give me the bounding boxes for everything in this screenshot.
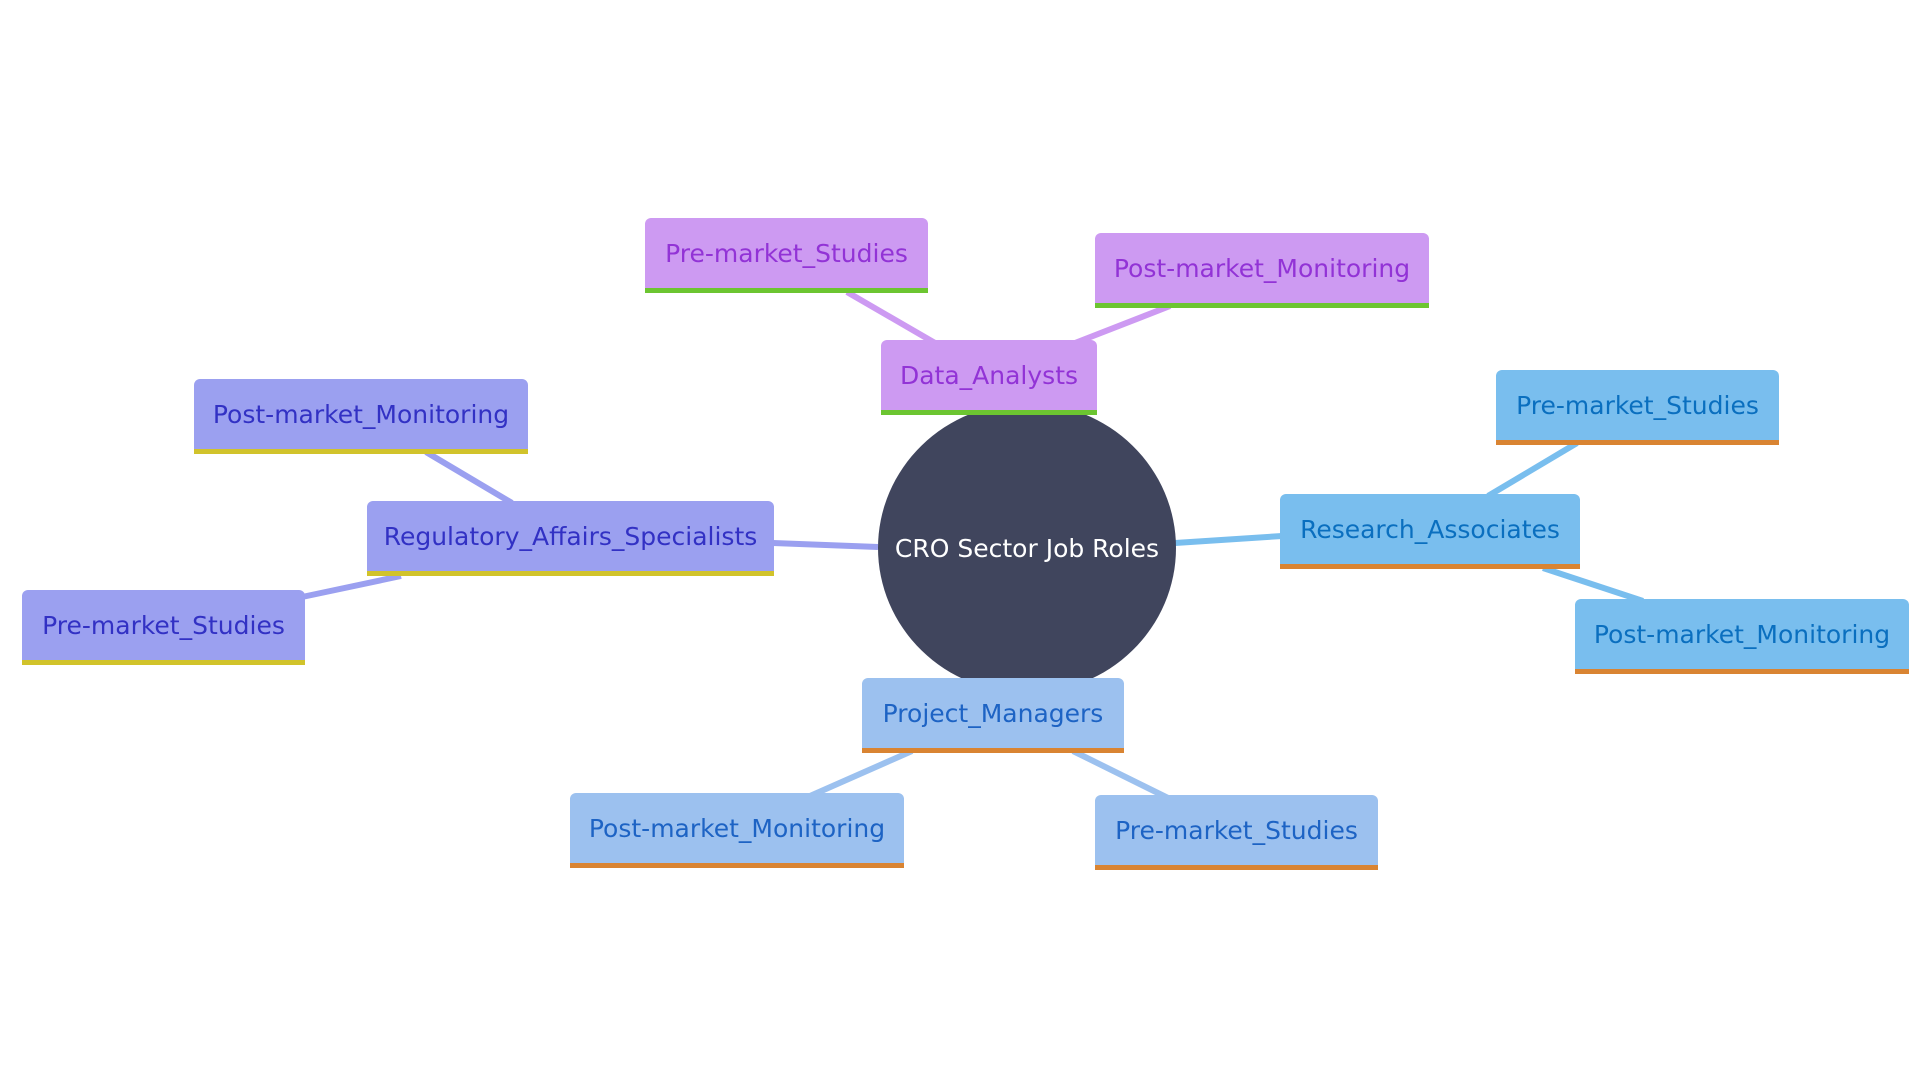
leaf-node-label: Post-market_Monitoring — [212, 399, 510, 429]
leaf-node-label: Pre-market_Studies — [665, 238, 908, 268]
leaf-node-label: Post-market_Monitoring — [588, 813, 886, 843]
leaf-node-regulatory-affairs-post-market-monitoring[interactable]: Post-market_Monitoring — [194, 379, 528, 454]
edge-research-associates-post-market — [1542, 565, 1644, 604]
edge-project-managers-post-market — [808, 748, 914, 799]
edge-project-managers-pre-market — [1071, 748, 1170, 801]
leaf-node-label: Pre-market_Studies — [1115, 815, 1358, 845]
edge-regulatory-affairs-pre-market — [301, 573, 402, 600]
branch-node-label: Regulatory_Affairs_Specialists — [383, 521, 758, 551]
leaf-node-regulatory-affairs-pre-market-studies[interactable]: Pre-market_Studies — [22, 590, 305, 665]
root-node-label: CRO Sector Job Roles — [894, 533, 1160, 563]
edge-regulatory-affairs-post-market — [424, 449, 514, 506]
edge-data-analysts-pre-market — [845, 289, 937, 346]
edge-research-associates-pre-market — [1486, 440, 1579, 499]
leaf-node-project-managers-pre-market-studies[interactable]: Pre-market_Studies — [1095, 795, 1378, 870]
branch-node-data-analysts[interactable]: Data_Analysts — [881, 340, 1097, 415]
leaf-node-label: Post-market_Monitoring — [1113, 253, 1411, 283]
leaf-node-label: Pre-market_Studies — [1516, 390, 1759, 420]
edge-root-regulatory-affairs — [772, 540, 879, 550]
edge-data-analysts-post-market — [1073, 303, 1172, 346]
branch-node-label: Project_Managers — [882, 698, 1104, 728]
branch-node-label: Research_Associates — [1300, 514, 1560, 544]
leaf-node-data-analysts-post-market-monitoring[interactable]: Post-market_Monitoring — [1095, 233, 1429, 308]
leaf-node-research-associates-pre-market-studies[interactable]: Pre-market_Studies — [1496, 370, 1779, 445]
leaf-node-label: Pre-market_Studies — [42, 610, 285, 640]
leaf-node-research-associates-post-market-monitoring[interactable]: Post-market_Monitoring — [1575, 599, 1909, 674]
branch-node-project-managers[interactable]: Project_Managers — [862, 678, 1124, 753]
edge-root-research-associates — [1174, 533, 1283, 546]
branch-node-research-associates[interactable]: Research_Associates — [1280, 494, 1580, 569]
leaf-node-project-managers-post-market-monitoring[interactable]: Post-market_Monitoring — [570, 793, 904, 868]
branch-node-label: Data_Analysts — [899, 360, 1079, 390]
leaf-node-data-analysts-pre-market-studies[interactable]: Pre-market_Studies — [645, 218, 928, 293]
leaf-node-label: Post-market_Monitoring — [1593, 619, 1891, 649]
branch-node-regulatory-affairs-specialists[interactable]: Regulatory_Affairs_Specialists — [367, 501, 774, 576]
root-node[interactable]: CRO Sector Job Roles — [878, 403, 1176, 693]
